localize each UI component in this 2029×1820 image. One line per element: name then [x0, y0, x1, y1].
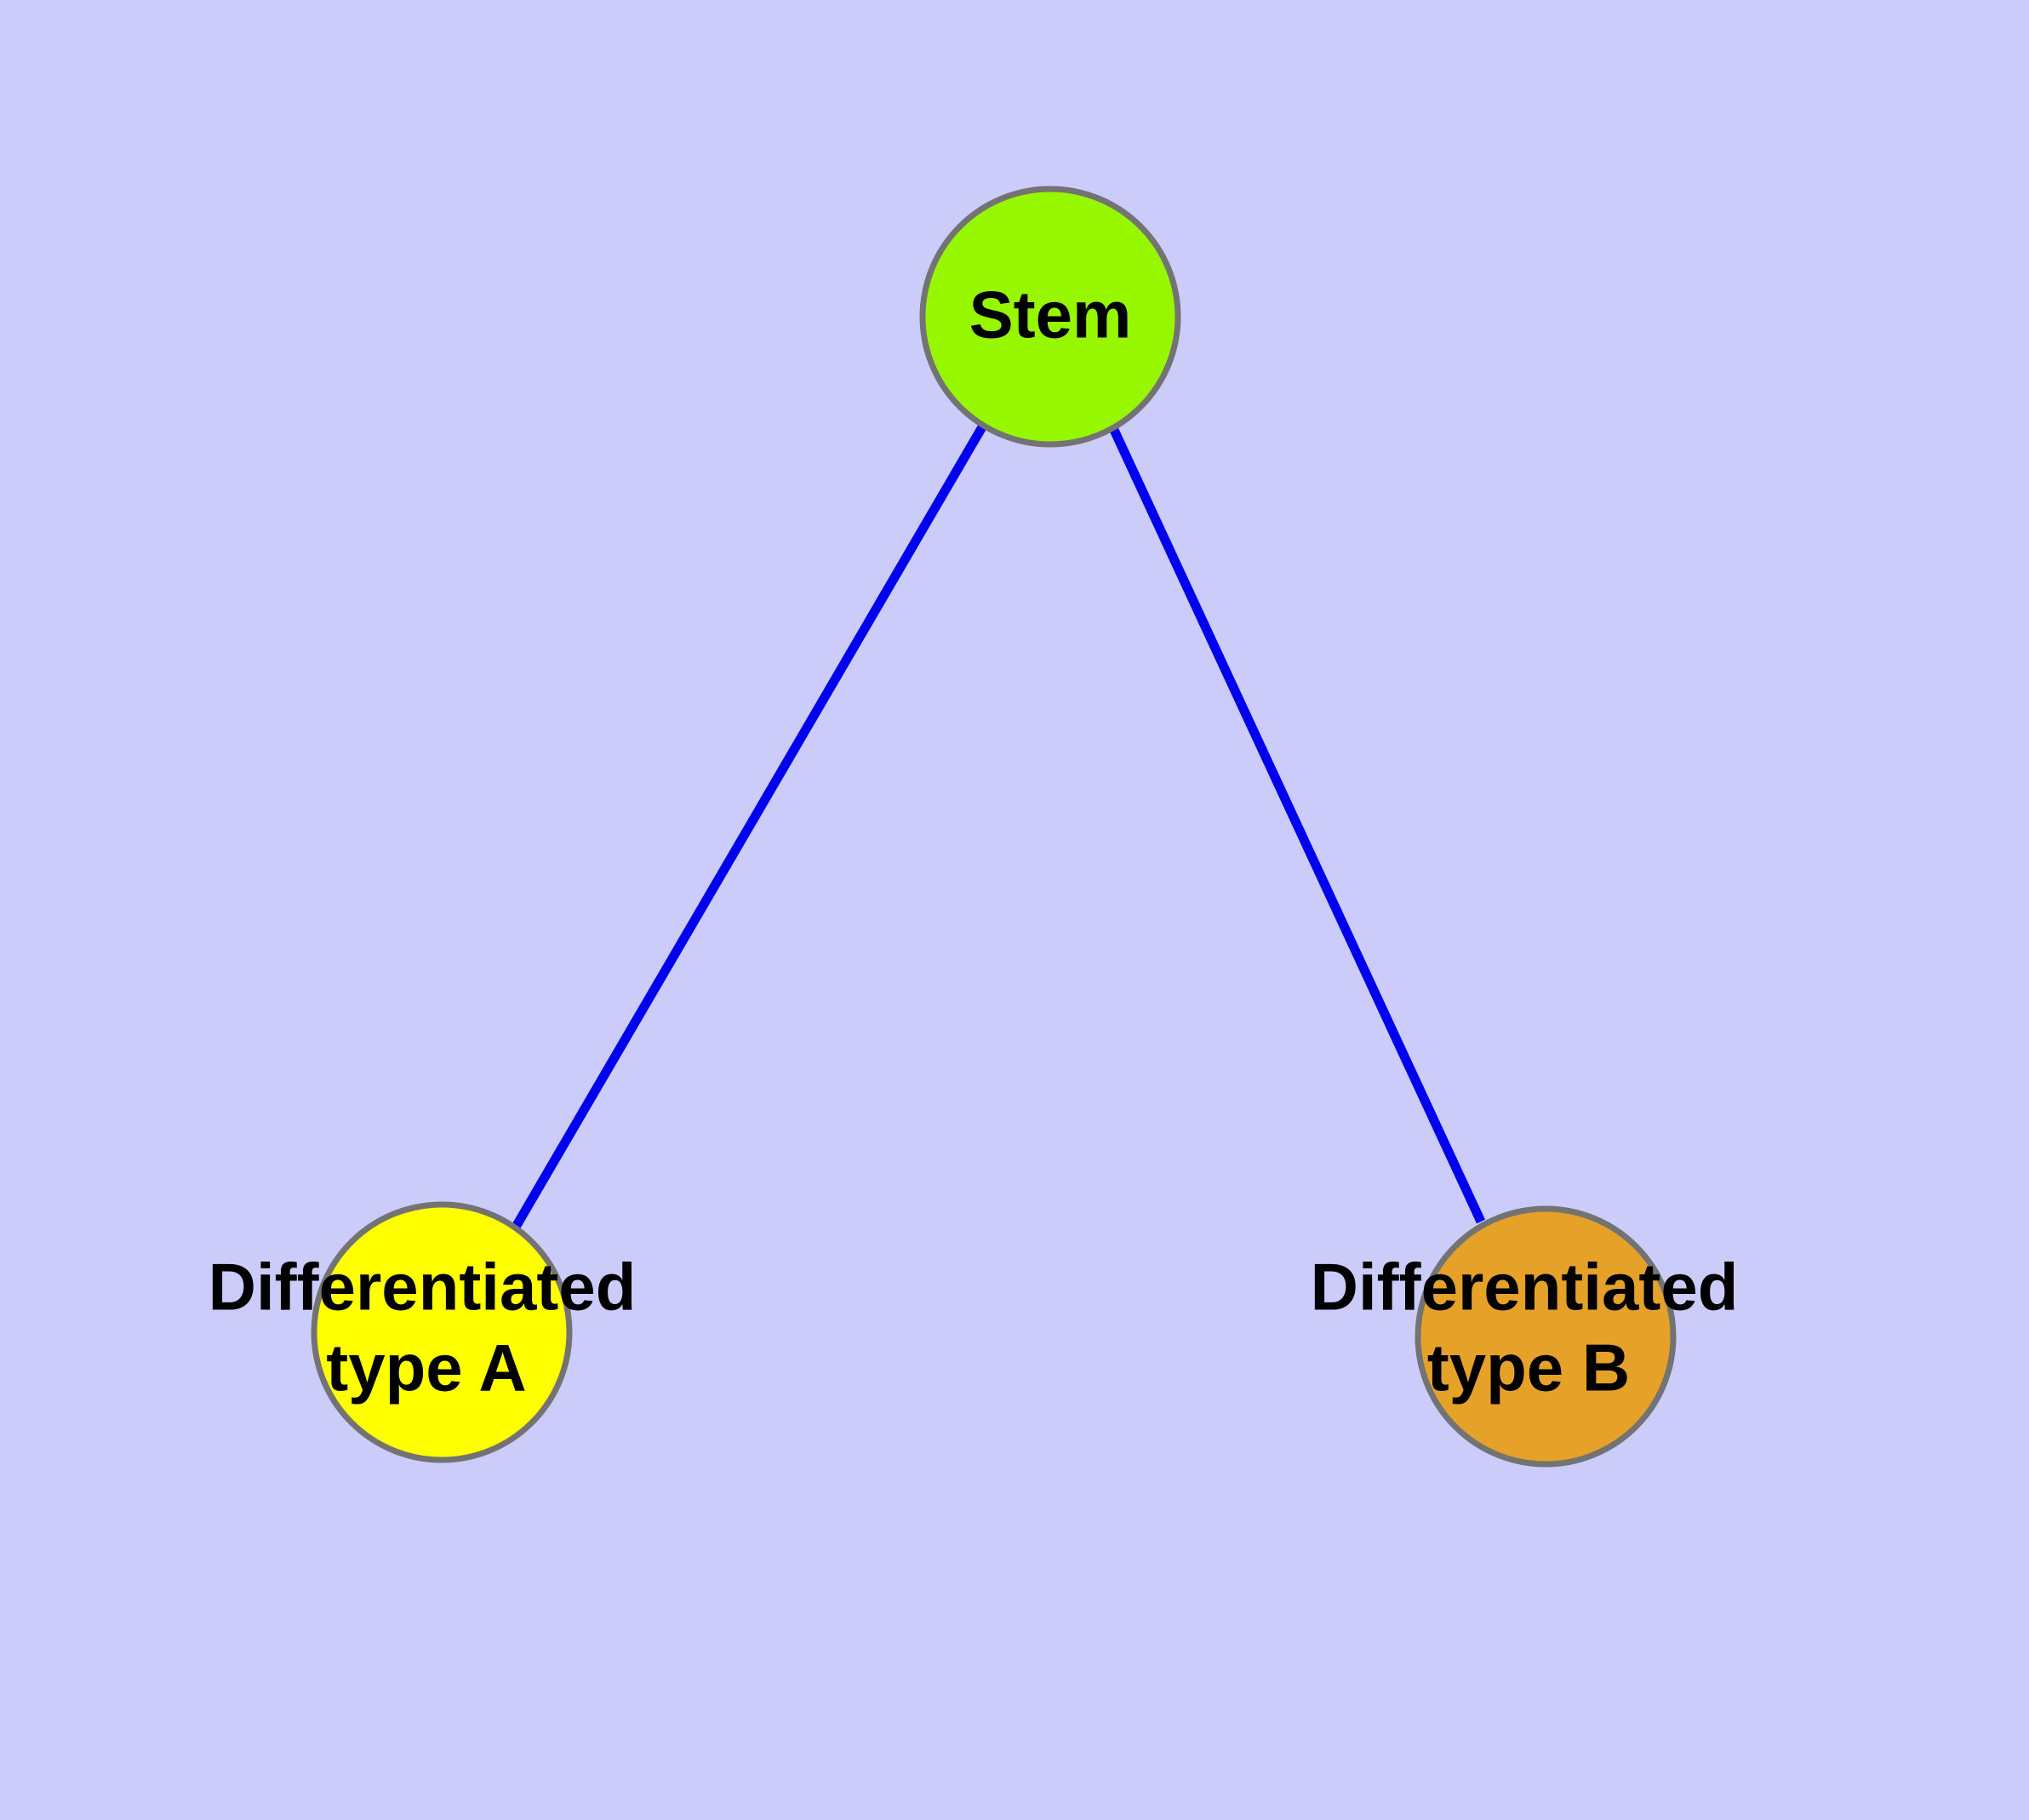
edges-group	[511, 423, 1485, 1231]
edge-stem-to-differentiated-type-a	[511, 423, 987, 1231]
node-label-differentiated-type-a-line2: type A	[326, 1331, 527, 1405]
node-label-stem: Stem	[969, 278, 1132, 352]
edge-stem-to-differentiated-type-b	[1110, 427, 1485, 1224]
node-differentiated-type-a[interactable]	[311, 1201, 573, 1463]
node-stem[interactable]	[919, 186, 1181, 448]
node-circle-differentiated-type-a[interactable]	[311, 1201, 573, 1463]
node-circle-differentiated-type-b[interactable]	[1415, 1205, 1677, 1468]
node-circle-stem[interactable]	[919, 186, 1181, 448]
labels-group: Stem Differentiated type A Differentiate…	[209, 278, 1739, 1405]
node-label-differentiated-type-a-line1: Differentiated	[209, 1250, 637, 1325]
node-label-differentiated-type-b-line2: type B	[1427, 1331, 1630, 1405]
node-label-differentiated-type-b-line1: Differentiated	[1311, 1250, 1739, 1325]
node-differentiated-type-b[interactable]	[1415, 1205, 1677, 1468]
